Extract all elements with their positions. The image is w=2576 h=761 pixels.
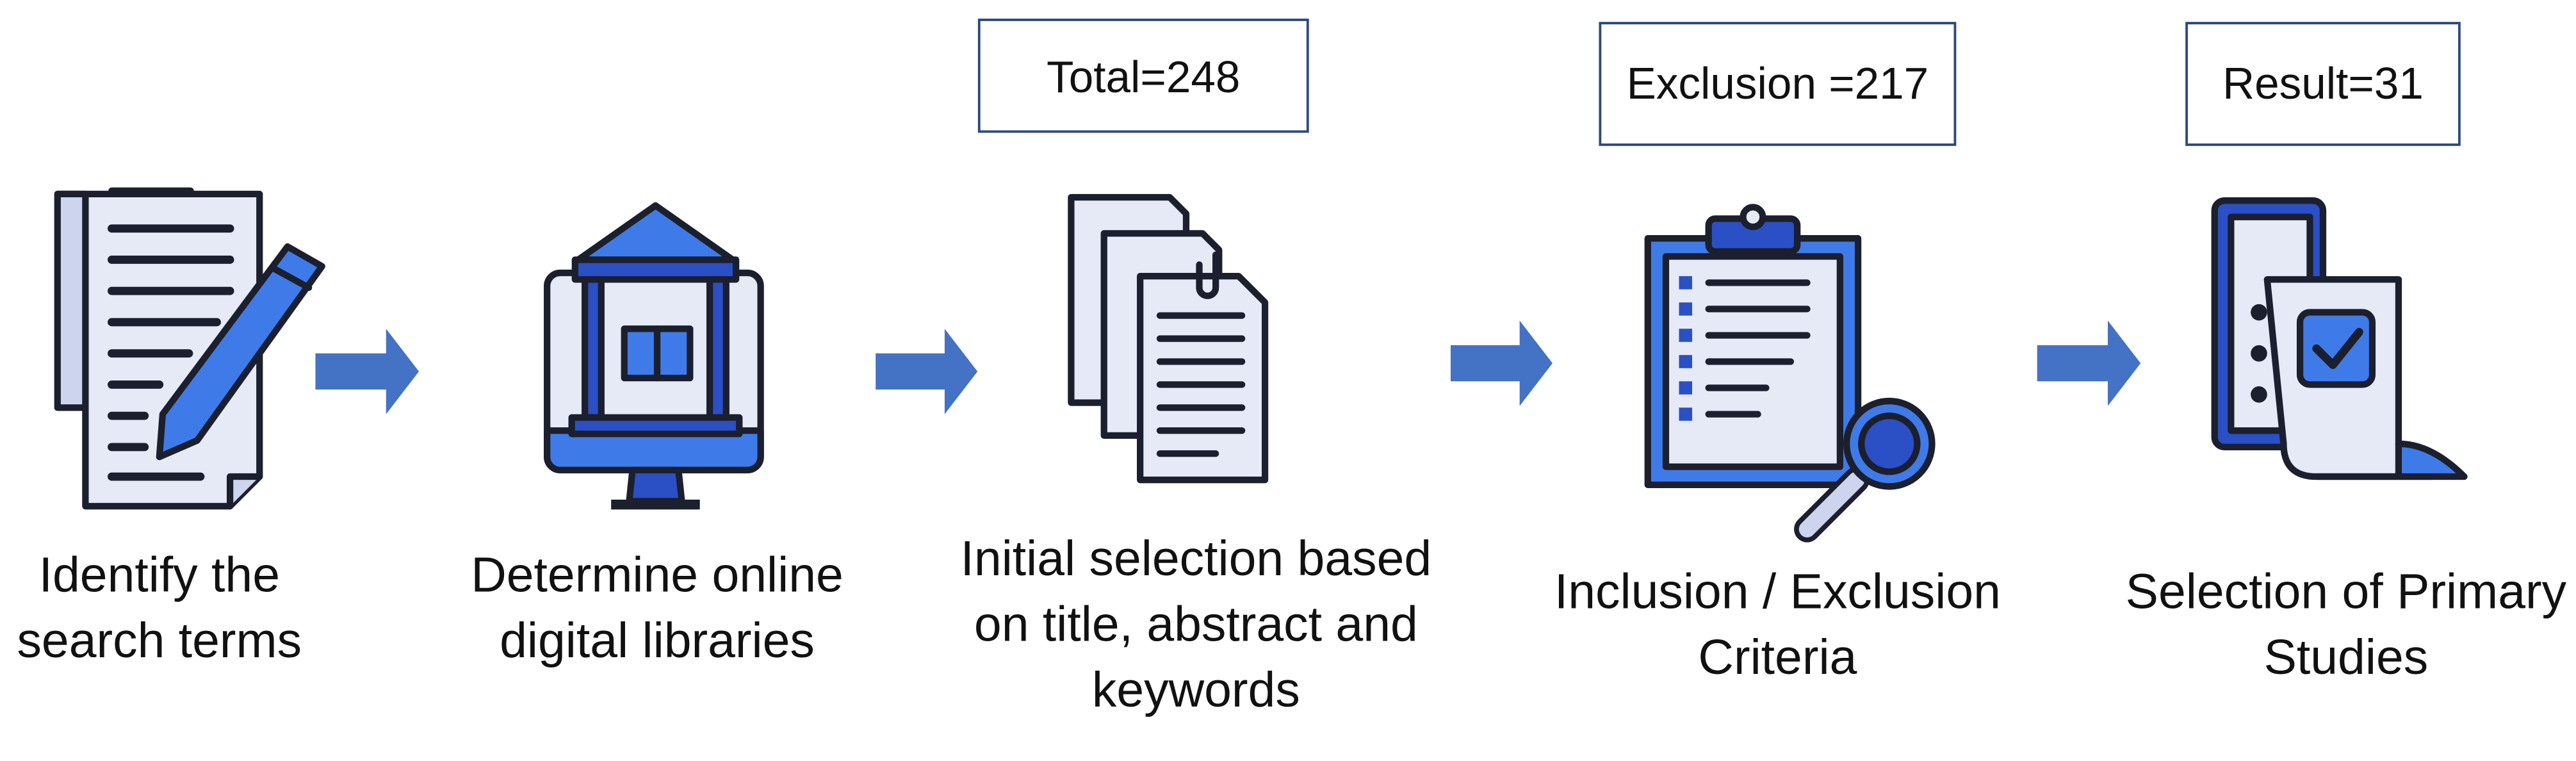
svg-text:keywords: keywords: [1092, 662, 1300, 717]
exclusion-box: Exclusion =217: [1599, 22, 1957, 146]
svg-text:Initial selection based: Initial selection based: [961, 531, 1432, 586]
result-box: Result=31: [2185, 22, 2461, 146]
step-label-identify: Identify the search terms: [17, 548, 302, 669]
arrow-right-icon: [876, 329, 978, 414]
svg-text:Identify the: Identify the: [39, 548, 280, 603]
svg-text:Selection of Primary: Selection of Primary: [2126, 564, 2567, 619]
svg-text:search terms: search terms: [17, 613, 302, 668]
svg-text:on title, abstract and: on title, abstract and: [974, 597, 1418, 652]
total-count: Total=248: [1047, 52, 1240, 102]
svg-text:digital libraries: digital libraries: [500, 613, 815, 668]
svg-text:Criteria: Criteria: [1698, 630, 1857, 685]
document-stack-icon: [1068, 193, 1269, 484]
step-label-initial-selection: Initial selection based on title, abstra…: [961, 531, 1432, 717]
arrow-right-icon: [315, 329, 420, 414]
step-label-libraries: Determine online digital libraries: [471, 548, 844, 669]
document-check-icon: [2211, 197, 2468, 480]
exclusion-count: Exclusion =217: [1627, 58, 1929, 108]
svg-text:Determine online: Determine online: [471, 548, 844, 603]
svg-text:Inclusion / Exclusion: Inclusion / Exclusion: [1554, 564, 2001, 619]
total-box: Total=248: [977, 19, 1309, 133]
clipboard-magnifier-icon: [1644, 204, 1936, 543]
document-pencil-icon: [54, 187, 325, 510]
step-label-primary-studies: Selection of Primary Studies: [2126, 564, 2567, 685]
arrow-right-icon: [2037, 320, 2141, 406]
result-count: Result=31: [2222, 58, 2424, 108]
step-label-criteria: Inclusion / Exclusion Criteria: [1554, 564, 2001, 685]
svg-text:Studies: Studies: [2264, 630, 2429, 685]
arrow-right-icon: [1450, 320, 1553, 406]
library-monitor-icon: [544, 202, 764, 510]
